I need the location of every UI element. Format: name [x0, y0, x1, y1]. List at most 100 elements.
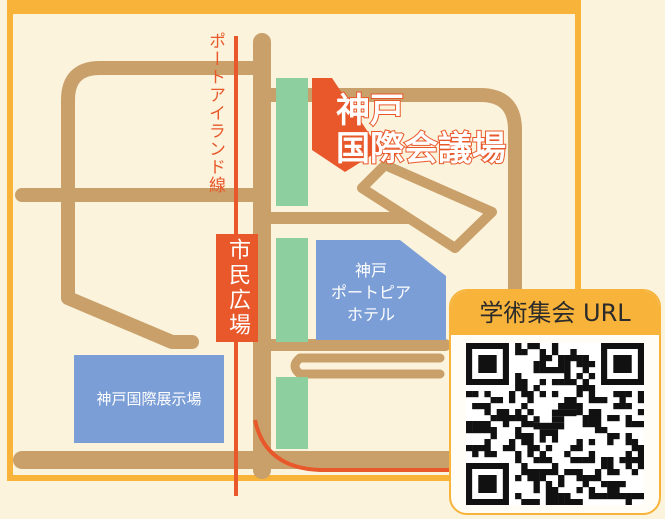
qr-module	[515, 457, 522, 464]
hotel-label-line1: 神戸	[354, 261, 387, 280]
exhibition-hall-building	[74, 355, 224, 443]
qr-module	[588, 451, 596, 458]
qr-module	[607, 457, 614, 464]
qr-module	[564, 469, 571, 476]
qr-module	[527, 499, 534, 505]
qr-module	[527, 475, 534, 482]
qr-module	[515, 493, 522, 500]
qr-module	[490, 397, 497, 404]
qr-module	[558, 379, 565, 386]
qr-module	[484, 421, 491, 428]
qr-module	[484, 451, 491, 458]
qr-module	[558, 475, 565, 482]
qr-module	[521, 433, 528, 440]
qr-module	[607, 439, 614, 446]
qr-module	[607, 487, 614, 494]
qr-module	[576, 403, 583, 410]
qr-finder-core	[478, 475, 497, 493]
qr-module	[564, 499, 571, 505]
qr-module	[527, 451, 534, 458]
qr-module	[466, 427, 473, 434]
qr-module	[521, 403, 528, 410]
qr-module	[576, 361, 583, 368]
qr-module	[588, 409, 596, 416]
qr-module	[582, 367, 589, 374]
dinosaur-icon	[533, 403, 577, 443]
qr-module	[576, 391, 583, 398]
qr-module	[515, 427, 522, 434]
qr-module	[625, 391, 632, 398]
qr-module	[613, 469, 620, 476]
qr-module	[625, 499, 632, 505]
qr-module	[521, 379, 528, 386]
qr-module	[607, 469, 614, 476]
qr-module	[558, 367, 565, 374]
qr-module	[570, 457, 577, 464]
qr-module	[466, 391, 473, 398]
qr-module	[527, 469, 534, 476]
qr-module	[490, 427, 497, 434]
qr-card[interactable]: 学術集会 URL	[449, 289, 661, 515]
qr-module	[496, 415, 504, 422]
qr-module	[637, 445, 644, 452]
qr-module	[564, 361, 571, 368]
qr-module	[539, 379, 546, 386]
qr-module	[625, 403, 632, 410]
qr-module	[564, 355, 571, 362]
qr-module	[625, 433, 632, 440]
qr-module	[502, 445, 510, 452]
qr-module	[466, 445, 473, 452]
qr-module	[533, 361, 540, 368]
qr-module	[551, 349, 559, 356]
qr-module	[539, 475, 546, 482]
qr-module	[521, 385, 528, 392]
qr-module	[515, 451, 522, 458]
qr-module	[533, 487, 540, 494]
qr-module	[601, 463, 608, 470]
qr-module	[564, 367, 571, 374]
qr-module	[576, 475, 583, 482]
qr-module	[588, 487, 596, 494]
qr-module	[594, 475, 602, 482]
qr-module	[637, 493, 644, 500]
qr-module	[558, 355, 565, 362]
qr-module	[527, 397, 534, 404]
qr-module	[607, 415, 614, 422]
qr-module	[601, 427, 608, 434]
qr-module	[558, 499, 565, 505]
qr-module	[515, 385, 522, 392]
qr-code[interactable]	[466, 343, 644, 505]
qr-module	[502, 409, 510, 416]
accent-curve	[253, 419, 450, 472]
qr-module	[570, 469, 577, 476]
qr-module	[564, 397, 571, 404]
qr-module	[625, 451, 632, 458]
qr-module	[613, 433, 620, 440]
qr-module	[472, 421, 479, 428]
qr-module	[625, 493, 632, 500]
qr-module	[521, 469, 528, 476]
qr-module	[637, 451, 644, 458]
green-strip-middle	[276, 238, 308, 342]
qr-module	[570, 445, 577, 452]
qr-module	[576, 457, 583, 464]
qr-module	[472, 445, 479, 452]
qr-module	[551, 391, 559, 398]
qr-module	[558, 493, 565, 500]
qr-module	[533, 469, 540, 476]
qr-module	[625, 415, 632, 422]
qr-module	[631, 445, 639, 452]
qr-card-title: 学術集会 URL	[451, 291, 659, 335]
qr-module	[478, 421, 485, 428]
station-label: 市民広場	[225, 238, 250, 338]
qr-module	[484, 427, 491, 434]
qr-module	[527, 409, 534, 416]
qr-module	[466, 421, 473, 428]
qr-module	[631, 439, 639, 446]
qr-module	[594, 415, 602, 422]
qr-module	[631, 469, 639, 476]
qr-module	[588, 475, 596, 482]
qr-module	[558, 481, 565, 488]
qr-module	[613, 391, 620, 398]
qr-module	[631, 421, 639, 428]
